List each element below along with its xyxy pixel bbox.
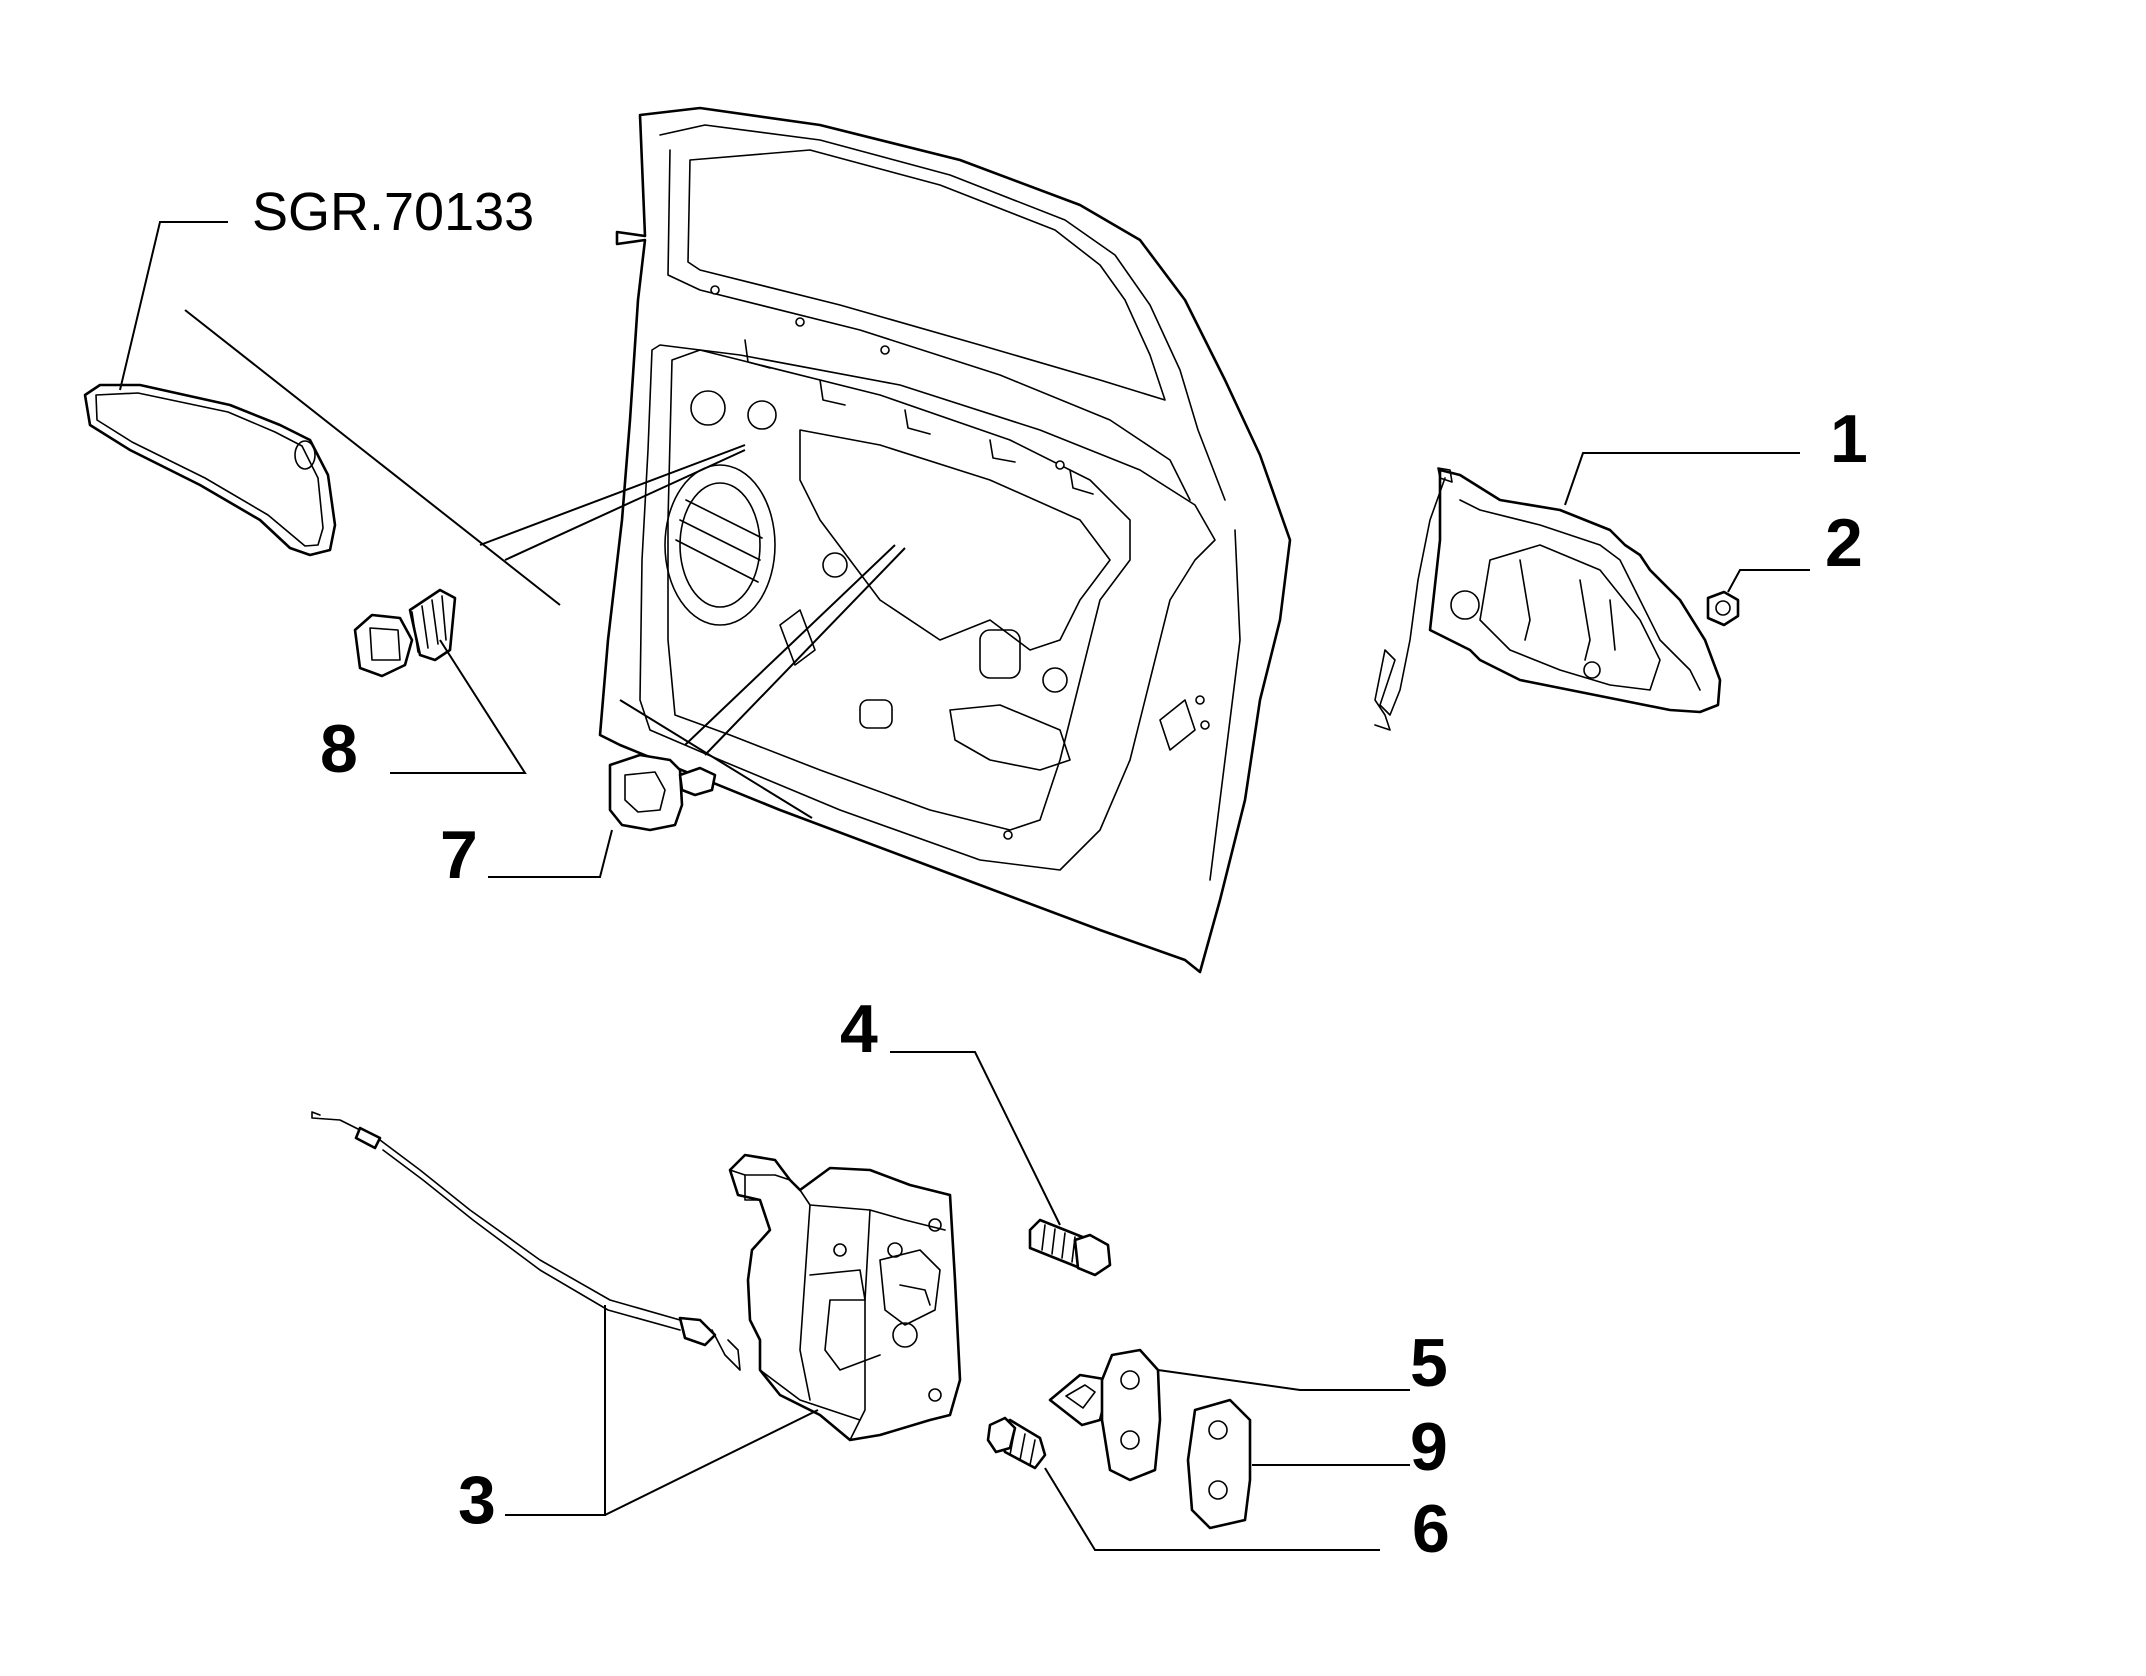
flange-screw [353, 588, 457, 678]
callout-8: 8 [320, 711, 358, 787]
callout-5: 5 [1410, 1325, 1448, 1401]
bolt [1028, 1218, 1112, 1277]
striker-plate [1048, 1348, 1162, 1482]
reference-code: SGR.70133 [252, 182, 534, 242]
callout-3: 3 [458, 1462, 496, 1538]
striker-screw [986, 1416, 1047, 1470]
sgr-70133-trim-part [83, 383, 337, 557]
plastic-clip [608, 753, 717, 832]
door-shell [598, 106, 1292, 974]
callout-7: 7 [440, 817, 478, 893]
shim-plate [1186, 1398, 1252, 1530]
labels: SGR.70133 1 2 3 4 5 6 7 8 9 [252, 182, 1868, 1567]
outside-door-handle [1374, 467, 1722, 731]
callout-1: 1 [1830, 401, 1868, 477]
door-lock-assembly [311, 1111, 962, 1442]
leader-lines [119, 221, 1810, 1551]
callout-4: 4 [840, 991, 878, 1067]
callout-9: 9 [1410, 1409, 1448, 1485]
callout-6: 6 [1412, 1491, 1450, 1567]
nut [1706, 590, 1740, 627]
callout-2: 2 [1825, 505, 1863, 581]
